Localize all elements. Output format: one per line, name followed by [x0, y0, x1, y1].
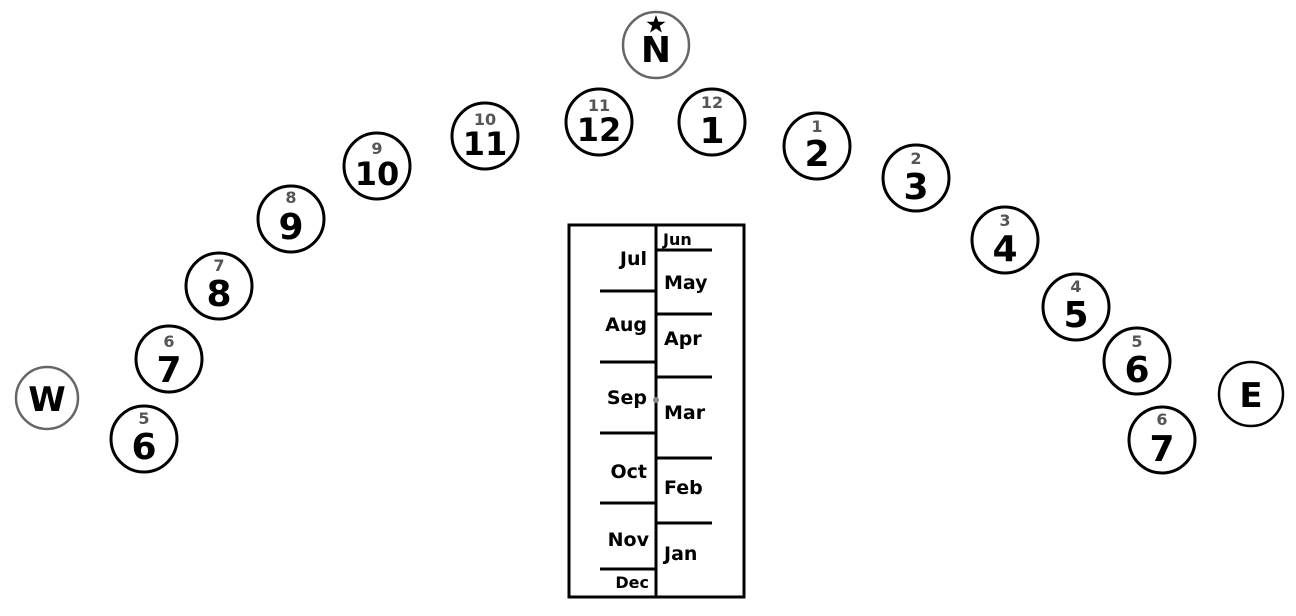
month-label-left: Oct: [611, 461, 648, 483]
cardinal-north: N: [621, 10, 691, 80]
cardinal-north-circle: [621, 10, 691, 80]
hour-marker-big: 2: [804, 134, 829, 175]
hour-marker-big: 5: [1063, 295, 1088, 336]
cardinal-north-letter: N: [641, 30, 671, 71]
hour-marker-big: 7: [156, 350, 181, 391]
month-label-left: Sep: [607, 387, 647, 409]
hour-marker-big: 3: [903, 167, 928, 208]
hour-marker: 7 8: [184, 251, 254, 321]
month-label-right: Apr: [664, 328, 702, 350]
hour-marker: 2 3: [881, 143, 951, 213]
hour-marker-small: 7: [213, 256, 224, 275]
hour-marker-big: 11: [463, 125, 508, 163]
hour-marker-small: 1: [811, 117, 822, 136]
cardinal-east: E: [1217, 360, 1285, 428]
hour-marker-big: 6: [1124, 350, 1149, 391]
month-label-right: Feb: [664, 477, 703, 499]
hour-marker: 1 2: [782, 111, 852, 181]
month-label-left: Aug: [605, 314, 647, 336]
hour-marker-small: 5: [1131, 332, 1142, 351]
hour-marker-big: 10: [355, 155, 400, 193]
hour-marker: 10 11: [450, 101, 520, 171]
hour-marker-big: 7: [1149, 429, 1174, 470]
month-label-left: Jul: [618, 248, 647, 270]
hour-marker: 4 5: [1041, 272, 1111, 342]
hour-marker: 5 6: [1102, 326, 1172, 396]
month-label-right: May: [664, 272, 708, 294]
hour-marker: 11 12: [564, 87, 634, 157]
hour-marker-small: 5: [138, 409, 149, 428]
cardinal-west-letter: W: [28, 380, 66, 420]
hour-marker-small: 3: [999, 211, 1010, 230]
hour-marker-small: 4: [1070, 277, 1081, 296]
month-label-right: Jun: [662, 230, 692, 249]
cardinal-west-circle: [14, 365, 80, 431]
hour-marker-big: 8: [206, 274, 231, 315]
hour-marker: 6 7: [1127, 405, 1197, 475]
star-icon: [646, 15, 666, 33]
hour-marker: 6 7: [134, 324, 204, 394]
hour-marker-small: 12: [701, 93, 723, 112]
cardinal-west: W: [14, 365, 80, 431]
hour-marker-big: 1: [699, 111, 724, 152]
cardinal-east-letter: E: [1239, 376, 1262, 416]
hour-marker-small: 9: [371, 139, 382, 158]
month-scale: Jul Aug Sep Oct Nov Dec Jun May Apr Mar …: [567, 223, 746, 599]
month-label-left: Dec: [615, 573, 649, 592]
hour-marker-big: 4: [992, 229, 1017, 270]
hour-marker-small: 2: [910, 149, 921, 168]
cardinal-east-circle: [1217, 360, 1285, 428]
hour-marker: 12 1: [677, 87, 747, 157]
hour-marker-big: 12: [577, 111, 622, 149]
month-label-left: Nov: [608, 529, 650, 551]
month-scale-pivot: [653, 397, 659, 403]
hour-marker-small: 6: [1156, 410, 1167, 429]
hour-marker: 3 4: [970, 205, 1040, 275]
hour-marker: 8 9: [256, 184, 326, 254]
hour-marker-big: 9: [278, 207, 303, 248]
hour-marker-small: 6: [163, 332, 174, 351]
hour-marker-small: 8: [285, 188, 296, 207]
hour-marker: 5 6: [109, 404, 179, 474]
hour-marker-big: 6: [131, 427, 156, 468]
hour-marker: 9 10: [342, 131, 412, 201]
hour-marker-small: 10: [474, 110, 496, 129]
month-label-right: Mar: [664, 402, 706, 424]
month-label-right: Jan: [662, 543, 697, 565]
hour-marker-small: 11: [588, 96, 610, 115]
